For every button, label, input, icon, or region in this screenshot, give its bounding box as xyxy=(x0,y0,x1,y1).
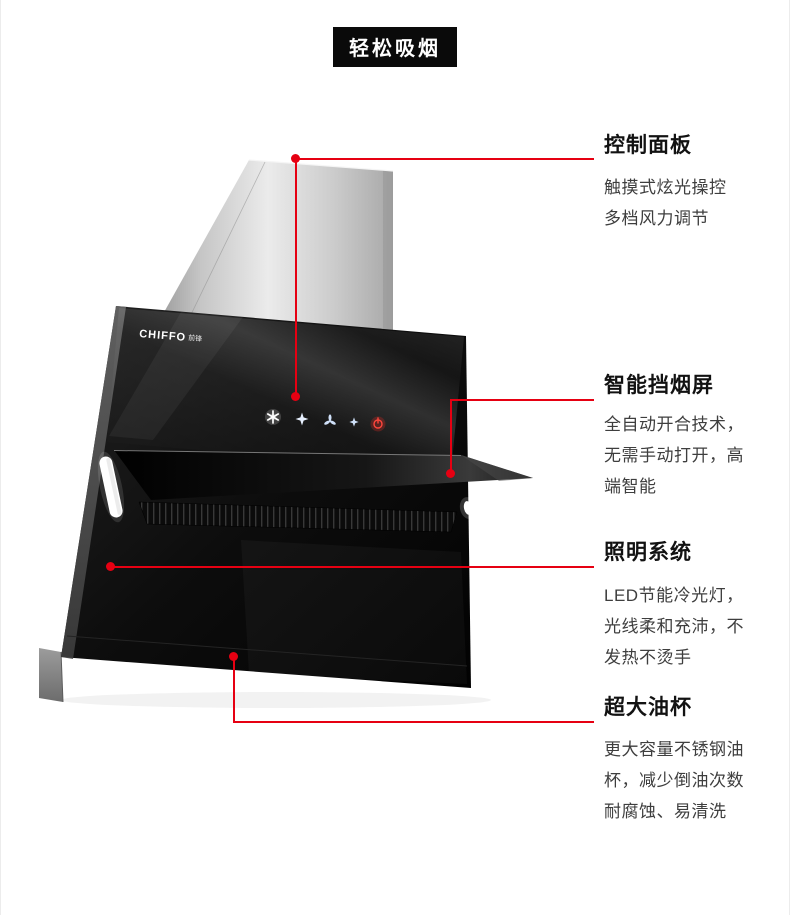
brand-suffix-text: 前锋 xyxy=(188,333,203,343)
brand-logo: CHIFFO 前锋 xyxy=(139,328,203,344)
callout-line-v-baffle xyxy=(450,399,452,474)
chimney xyxy=(153,159,394,332)
callout-title-baffle: 智能挡烟屏 xyxy=(604,374,714,397)
callout-text-line: 更大容量不锈钢油 xyxy=(604,740,744,759)
callout-text-line: 端智能 xyxy=(604,477,657,496)
callout-text-line: 光线柔和充沛，不 xyxy=(604,617,744,636)
callout-text-line: 发热不烫手 xyxy=(604,648,692,667)
callout-line-h-control-panel xyxy=(296,158,594,160)
callout-dot-control-panel-top xyxy=(291,154,300,163)
right-led-light xyxy=(459,497,477,519)
range-hood-illustration: CHIFFO 前锋 xyxy=(39,159,533,708)
callout-line-h-oilcup xyxy=(233,721,594,723)
callout-text-line: 无需手动打开，高 xyxy=(604,446,744,465)
hood-body xyxy=(61,306,471,688)
callout-text-line: 多档风力调节 xyxy=(604,209,709,228)
callout-line-h-lighting xyxy=(111,566,594,568)
smoke-baffle xyxy=(113,450,533,500)
callout-line-v-control-panel xyxy=(295,158,297,397)
callout-dot-oilcup xyxy=(229,652,238,661)
callout-text-line: 触摸式炫光操控 xyxy=(604,178,727,197)
callout-body-oilcup: 更大容量不锈钢油 杯，减少倒油次数 耐腐蚀、易清洗 xyxy=(604,734,782,827)
callout-title-control-panel: 控制面板 xyxy=(604,134,692,157)
floor-shadow xyxy=(61,692,491,708)
wall-bracket xyxy=(39,648,64,703)
sparkle-small-icon[interactable] xyxy=(349,417,359,427)
callout-dot-control-panel xyxy=(291,392,300,401)
callout-text-line: 杯，减少倒油次数 xyxy=(604,771,744,790)
callout-body-baffle: 全自动开合技术， 无需手动打开，高 端智能 xyxy=(604,409,782,502)
section-title-badge: 轻松吸烟 xyxy=(333,27,457,67)
callout-text-line: 耐腐蚀、易清洗 xyxy=(604,802,727,821)
suction-grille xyxy=(138,501,458,533)
touch-controls[interactable] xyxy=(265,409,386,432)
led-light-handle xyxy=(97,451,125,523)
callout-text-line: 全自动开合技术， xyxy=(604,415,744,434)
callout-text-line: LED节能冷光灯， xyxy=(604,586,744,605)
callout-dot-lighting xyxy=(106,562,115,571)
fan-icon[interactable] xyxy=(324,414,337,425)
callout-title-oilcup: 超大油杯 xyxy=(604,696,692,719)
callout-dot-baffle xyxy=(446,469,455,478)
callout-body-lighting: LED节能冷光灯， 光线柔和充沛，不 发热不烫手 xyxy=(604,580,782,673)
callout-line-h-baffle xyxy=(451,399,594,401)
callout-line-v-oilcup xyxy=(233,656,235,723)
sparkle-icon[interactable] xyxy=(295,412,309,426)
callout-body-control-panel: 触摸式炫光操控 多档风力调节 xyxy=(604,172,782,234)
brand-text: CHIFFO xyxy=(139,328,187,344)
power-icon[interactable] xyxy=(370,416,386,432)
glow-asterisk-icon[interactable] xyxy=(265,409,281,425)
callout-title-lighting: 照明系统 xyxy=(604,541,692,564)
